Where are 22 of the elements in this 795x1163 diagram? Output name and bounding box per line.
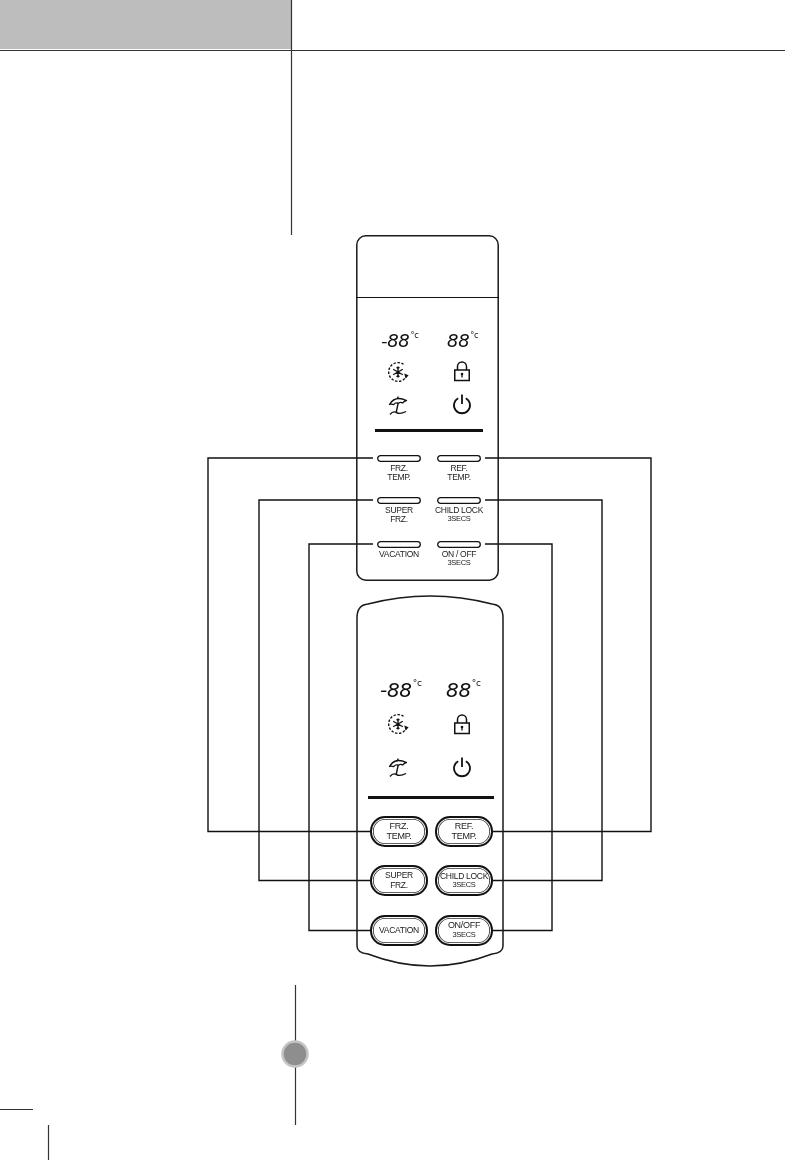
indicator-label: CHILD LOCK [435,505,483,516]
leader-line [484,457,652,833]
indicator-label: REF. TEMP. [447,463,471,484]
leader-line [258,499,374,882]
control-button: VACATION [370,915,428,946]
control-panel [356,594,504,968]
temperature-display: -88$^{°c}$ [381,332,419,350]
temperature-display: 88$^{°c}$ [446,680,481,700]
leader-line [484,499,603,882]
indicator-label: VACATION [379,549,419,560]
control-panel [356,235,499,581]
control-button: REF. TEMP. [435,816,493,847]
control-button: SUPER FRZ. [370,865,428,896]
leader-line [207,457,374,833]
leader-line [484,543,553,932]
indicator-label: FRZ. TEMP. [387,463,411,484]
temperature-display: 88$^{°c}$ [447,332,479,350]
control-button: FRZ. TEMP. [370,816,428,847]
indicator-label: SUPER FRZ. [385,505,413,526]
temperature-display: -88$^{°c}$ [380,680,422,700]
indicator-label: ON / OFF [441,549,477,560]
leader-line [308,543,374,932]
